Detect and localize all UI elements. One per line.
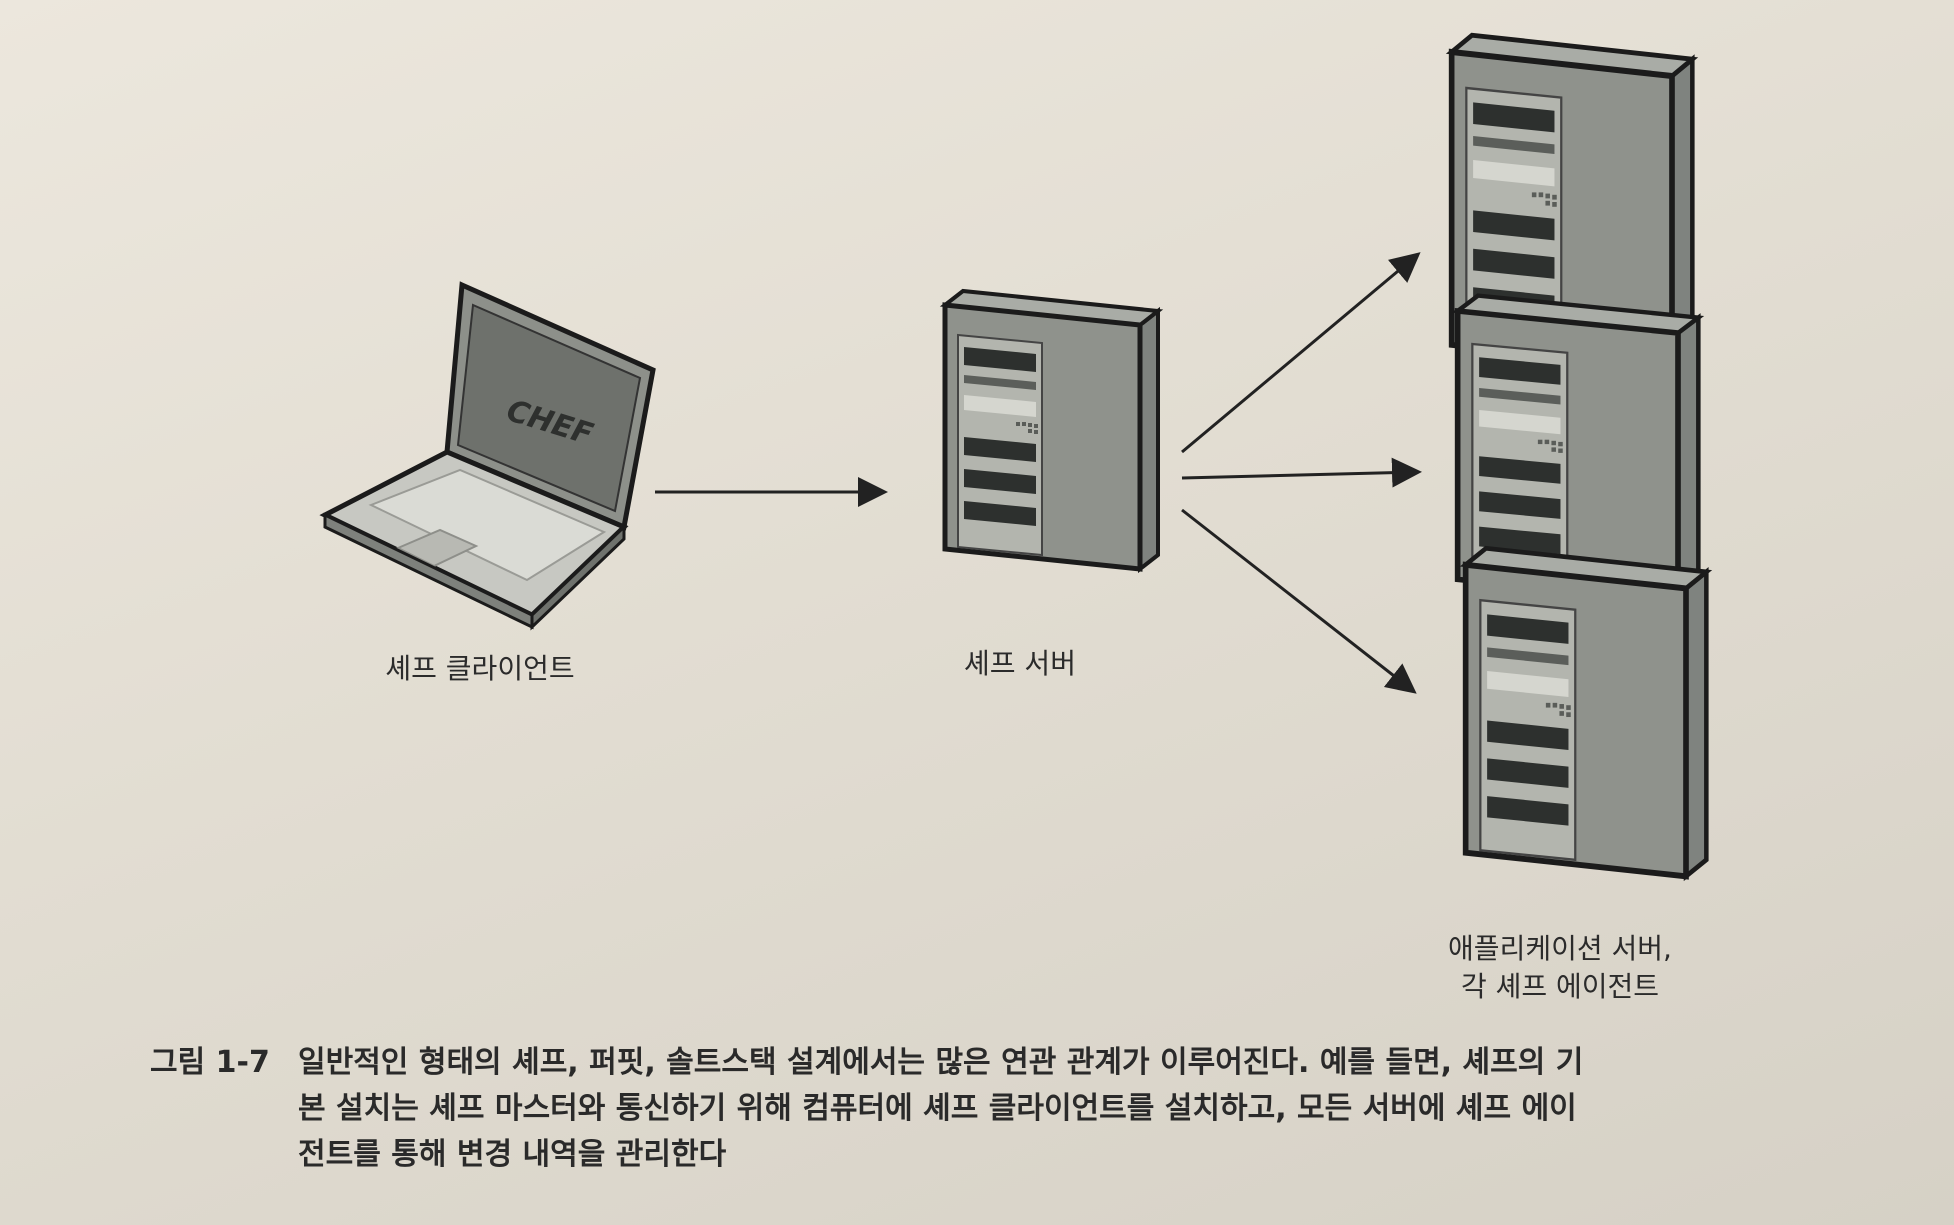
caption-line-2: 본 설치는 셰프 마스터와 통신하기 위해 컴퓨터에 셰프 클라이언트를 설치하…: [298, 1091, 1577, 1126]
app-server-icon-bottom: [1466, 548, 1707, 876]
figure-caption: 그림 1-7 일반적인 형태의 셰프, 퍼핏, 솔트스택 설계에서는 많은 연관…: [150, 1040, 1940, 1178]
chef-server-icon: [945, 291, 1158, 569]
app-servers-label-line1: 애플리케이션 서버,: [1448, 932, 1672, 965]
arrow-server-to-app-middle: [1181, 457, 1422, 488]
laptop-icon: CHEF: [319, 281, 656, 631]
caption-line-1: 일반적인 형태의 셰프, 퍼핏, 솔트스택 설계에서는 많은 연관 관계가 이루…: [298, 1045, 1584, 1080]
caption-line-3: 전트를 통해 변경 내역을 관리한다: [298, 1137, 727, 1172]
app-servers-label-line2: 각 셰프 에이전트: [1460, 970, 1660, 1003]
figure-number: 그림 1-7: [150, 1045, 270, 1080]
arrow-server-to-app-top: [1181, 252, 1421, 454]
chef-server-label: 셰프 서버: [964, 647, 1076, 680]
arrow-server-to-app-bottom: [1181, 508, 1417, 694]
app-servers-label: 애플리케이션 서버, 각 셰프 에이전트: [1400, 930, 1720, 1006]
caption-text: 일반적인 형태의 셰프, 퍼핏, 솔트스택 설계에서는 많은 연관 관계가 이루…: [298, 1040, 1940, 1178]
chef-client-label: 셰프 클라이언트: [385, 652, 575, 685]
